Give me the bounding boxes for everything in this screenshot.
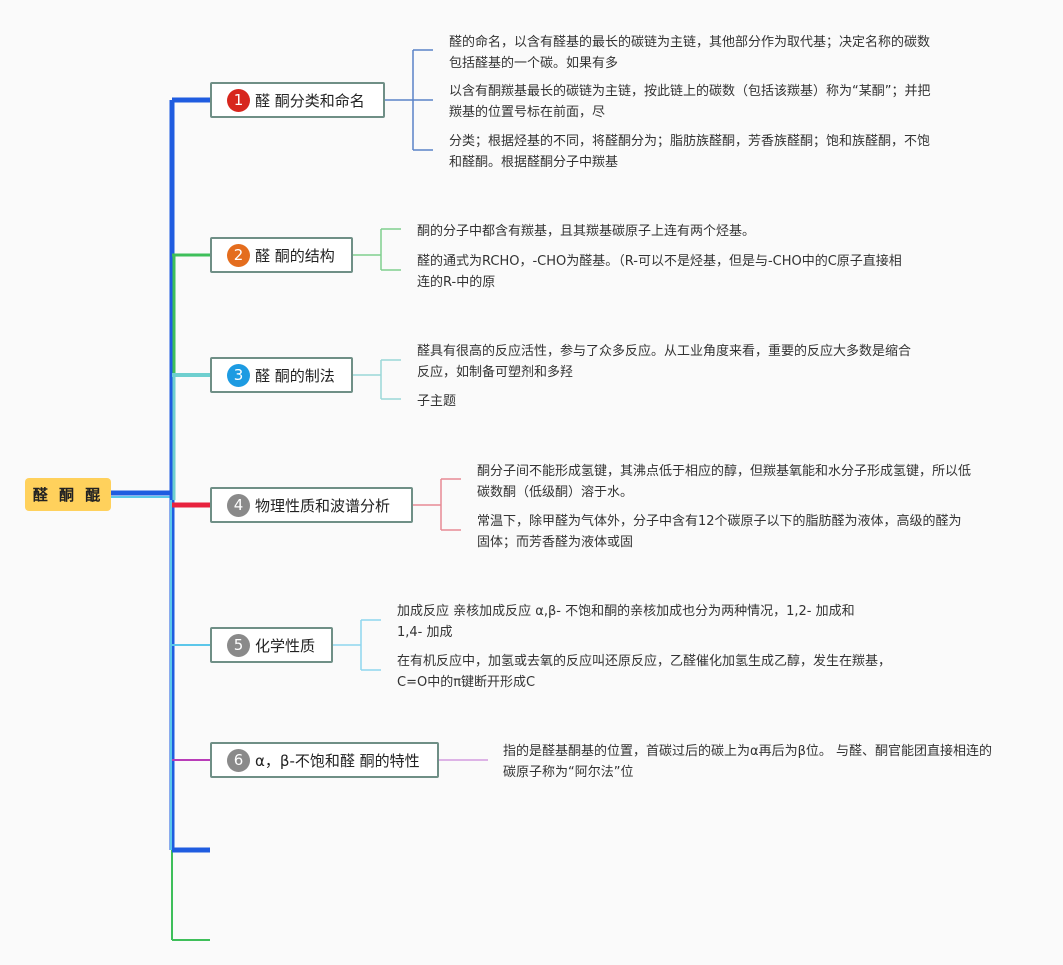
branch-5-number-badge: 5 bbox=[227, 633, 250, 657]
branch-1-leaf-2[interactable]: 以含有酮羰基最长的碳链为主链，按此链上的碳数（包括该羰基）称为“某酮”；并把羰基… bbox=[449, 84, 931, 120]
branch-4[interactable]: 4 物理性质和波谱分析 bbox=[210, 487, 413, 523]
branch-4-leaf-1[interactable]: 酮分子间不能形成氢键，其沸点低于相应的醇，但羰基氧能和水分子形成氢键，所以低碳数… bbox=[477, 464, 972, 500]
branch-1-leaf-3[interactable]: 分类；根据烃基的不同，将醛酮分为；脂肪族醛酮，芳香族醛酮；饱和族醛酮，不饱和醛酮… bbox=[449, 134, 931, 170]
branch-6-number-badge: 6 bbox=[227, 748, 250, 772]
branch-1-label: 醛 酮分类和命名 bbox=[255, 91, 365, 110]
branch-5[interactable]: 5 化学性质 bbox=[210, 627, 333, 663]
branch-1-leaf-1[interactable]: 醛的命名，以含有醛基的最长的碳链为主链，其他部分作为取代基；决定名称的碳数包括醛… bbox=[449, 35, 931, 71]
branch-1-number-badge: 1 bbox=[227, 88, 250, 112]
branch-6-label: α，β-不饱和醛 酮的特性 bbox=[255, 751, 420, 770]
branch-3-label: 醛 酮的制法 bbox=[255, 366, 335, 385]
branch-2-label: 醛 酮的结构 bbox=[255, 246, 335, 265]
root-topic-label: 醛 酮 醌 bbox=[32, 486, 104, 504]
branch-1[interactable]: 1 醛 酮分类和命名 bbox=[210, 82, 385, 118]
branch-2-number-badge: 2 bbox=[227, 243, 250, 267]
branch-2[interactable]: 2 醛 酮的结构 bbox=[210, 237, 353, 273]
branch-3-leaf-2[interactable]: 子主题 bbox=[417, 394, 457, 409]
branch-5-leaf-1[interactable]: 加成反应 亲核加成反应 α,β- 不饱和酮的亲核加成也分为两种情况，1,2- 加… bbox=[397, 604, 855, 640]
root-topic[interactable]: 醛 酮 醌 bbox=[25, 478, 111, 511]
branch-3-leaf-1[interactable]: 醛具有很高的反应活性，参与了众多反应。从工业角度来看，重要的反应大多数是缩合反应… bbox=[417, 344, 912, 380]
branch-3[interactable]: 3 醛 酮的制法 bbox=[210, 357, 353, 393]
branch-6-leaf-1[interactable]: 指的是醛基酮基的位置，首碳过后的碳上为α再后为β位。 与醛、酮官能团直接相连的碳… bbox=[503, 744, 992, 780]
branch-4-label: 物理性质和波谱分析 bbox=[255, 496, 391, 515]
branch-3-number-badge: 3 bbox=[227, 363, 250, 387]
branch-5-label: 化学性质 bbox=[255, 636, 316, 655]
branch-4-number-badge: 4 bbox=[227, 493, 250, 517]
branch-4-leaf-2[interactable]: 常温下，除甲醛为气体外，分子中含有12个碳原子以下的脂肪醛为液体，高级的醛为固体… bbox=[477, 514, 962, 550]
branch-5-leaf-2[interactable]: 在有机反应中，加氢或去氧的反应叫还原反应，乙醛催化加氢生成乙醇，发生在羰基，C=… bbox=[397, 654, 892, 690]
branch-2-leaf-2[interactable]: 醛的通式为RCHO，-CHO为醛基。（R-可以不是烃基，但是与-CHO中的C原子… bbox=[417, 254, 902, 290]
branch-2-leaf-1[interactable]: 酮的分子中都含有羰基，且其羰基碳原子上连有两个烃基。 bbox=[417, 224, 756, 239]
branch-6[interactable]: 6 α，β-不饱和醛 酮的特性 bbox=[210, 742, 439, 778]
